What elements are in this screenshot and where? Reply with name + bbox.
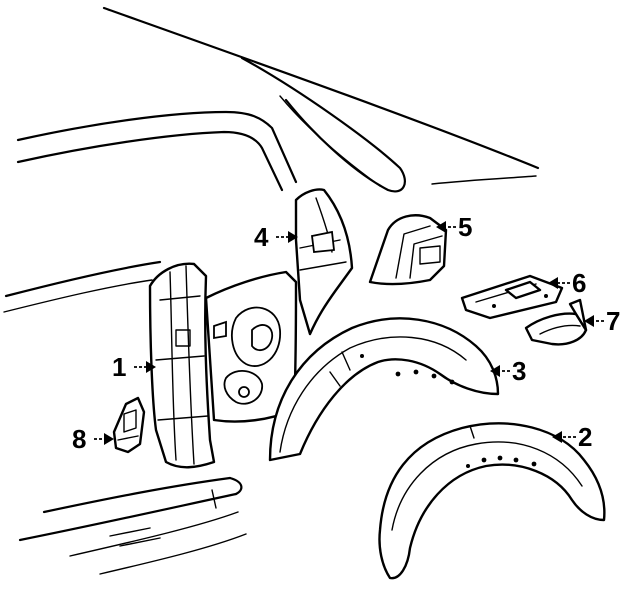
arrow-icon (548, 277, 558, 289)
part-1-pillar (148, 262, 216, 469)
callout-1-number: 1 (112, 352, 126, 382)
arrow-icon (436, 221, 446, 233)
vehicle-body-outline (3, 6, 540, 575)
arrow-icon (584, 315, 594, 327)
part-2-outer-wheelhouse (378, 422, 606, 580)
callout-8-number: 8 (72, 424, 86, 454)
callout-3-number: 3 (512, 356, 526, 386)
inner-quarter-panel (204, 270, 298, 423)
arrow-icon (552, 431, 562, 443)
callout-6-number: 6 (572, 268, 586, 298)
callout-5: 5 (436, 212, 472, 242)
part-8-bracket (112, 396, 146, 454)
callout-8: 8 (72, 424, 114, 454)
part-3-inner-wheelhouse (268, 317, 500, 462)
callout-5-number: 5 (458, 212, 472, 242)
part-4-panel (294, 188, 354, 336)
arrow-icon (146, 361, 156, 373)
callout-4-number: 4 (254, 222, 269, 252)
part-6-bracket (460, 274, 564, 320)
arrow-icon (288, 231, 298, 243)
callout-2: 2 (552, 422, 592, 452)
callout-6: 6 (548, 268, 586, 298)
callout-3: 3 (490, 356, 526, 386)
callout-4: 4 (254, 222, 298, 252)
callout-1: 1 (112, 352, 156, 382)
callout-7: 7 (584, 306, 620, 336)
part-5-bracket (368, 214, 448, 286)
callout-7-number: 7 (606, 306, 620, 336)
callout-2-number: 2 (578, 422, 592, 452)
part-7-bracket (524, 298, 588, 346)
arrow-icon (104, 433, 114, 445)
arrow-icon (490, 365, 500, 377)
